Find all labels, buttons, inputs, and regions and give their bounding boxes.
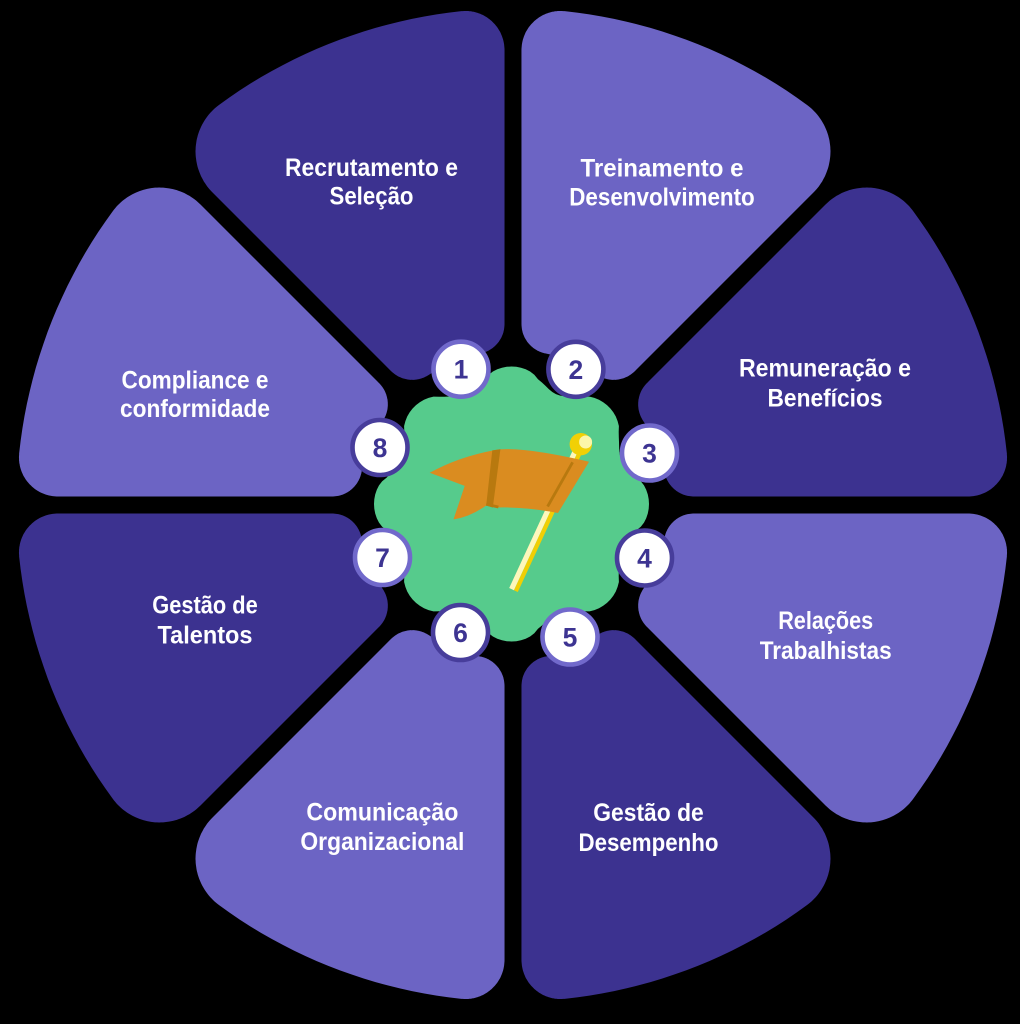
svg-text:Talentos: Talentos [158,621,253,649]
svg-text:Remuneração e: Remuneração e [739,355,911,383]
svg-text:Relações: Relações [778,607,873,635]
svg-text:conformidade: conformidade [120,395,270,423]
svg-text:Seleção: Seleção [330,183,414,211]
svg-text:6: 6 [453,618,468,648]
svg-text:Compliance e: Compliance e [122,366,269,394]
svg-text:8: 8 [373,433,388,463]
svg-text:Desenvolvimento: Desenvolvimento [569,184,755,212]
svg-text:Comunicação: Comunicação [306,799,458,827]
svg-text:Benefícios: Benefícios [768,385,883,413]
svg-text:4: 4 [637,544,652,574]
svg-text:Trabalhistas: Trabalhistas [760,637,892,665]
svg-text:5: 5 [563,623,578,653]
svg-text:3: 3 [642,439,657,469]
svg-text:Desempenho: Desempenho [579,829,719,857]
svg-text:Gestão de: Gestão de [593,799,704,827]
svg-text:1: 1 [454,355,469,385]
svg-text:Recrutamento e: Recrutamento e [285,154,458,182]
svg-text:7: 7 [375,543,390,573]
svg-text:Treinamento e: Treinamento e [581,154,744,182]
svg-text:2: 2 [569,355,584,385]
svg-text:Organizacional: Organizacional [300,828,464,856]
svg-text:Gestão de: Gestão de [152,592,258,620]
